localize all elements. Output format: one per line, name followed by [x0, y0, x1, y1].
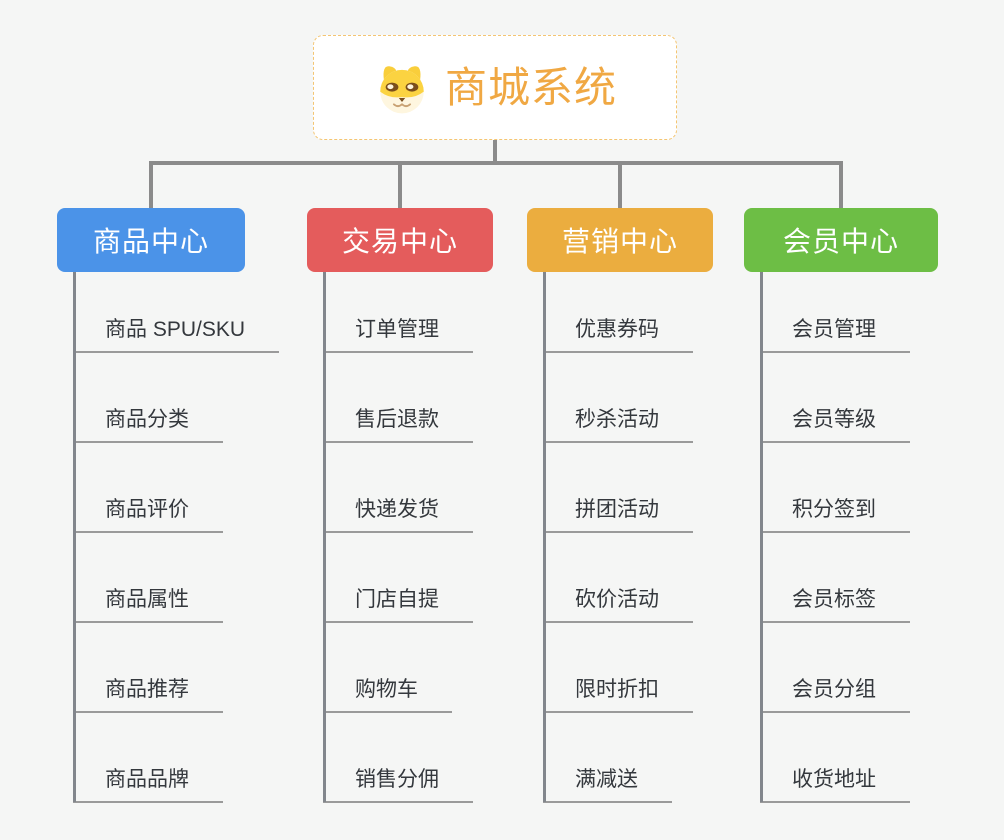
branch-node-trade-center[interactable]: 交易中心: [307, 208, 493, 272]
leaf-node[interactable]: 收货地址: [760, 767, 910, 803]
leaf-node[interactable]: 砍价活动: [543, 587, 693, 623]
leaf-node[interactable]: 商品推荐: [73, 677, 223, 713]
leaf-node[interactable]: 会员分组: [760, 677, 910, 713]
branch-trunk-line: [760, 272, 763, 802]
leaf-node[interactable]: 会员管理: [760, 317, 910, 353]
leaf-node[interactable]: 快递发货: [323, 497, 473, 533]
connector-root-stem: [493, 140, 497, 165]
connector-horizontal-bus: [149, 161, 841, 165]
branch-trunk-line: [543, 272, 546, 802]
branch-node-marketing-center[interactable]: 营销中心: [527, 208, 713, 272]
branch-marketing-center: 营销中心 优惠券码 秒杀活动 拼团活动 砍价活动 限时折扣 满减送: [527, 208, 713, 803]
branch-product-center: 商品中心 商品 SPU/SKU 商品分类 商品评价 商品属性 商品推荐 商品品牌: [57, 208, 280, 803]
connector-branch-stem-2: [398, 161, 402, 208]
branch-trade-center: 交易中心 订单管理 售后退款 快递发货 门店自提 购物车 销售分佣: [307, 208, 493, 803]
branch-trunk-line: [73, 272, 76, 802]
root-title: 商城系统: [444, 63, 617, 111]
leaf-node[interactable]: 商品品牌: [73, 767, 223, 803]
connector-branch-stem-4: [839, 161, 843, 208]
branch-member-center: 会员中心 会员管理 会员等级 积分签到 会员标签 会员分组 收货地址: [744, 208, 938, 803]
branch-node-product-center[interactable]: 商品中心: [57, 208, 245, 272]
leaf-node[interactable]: 会员标签: [760, 587, 910, 623]
leaf-node[interactable]: 商品属性: [73, 587, 223, 623]
leaf-node[interactable]: 门店自提: [323, 587, 473, 623]
leaf-node[interactable]: 会员等级: [760, 407, 910, 443]
leaf-node[interactable]: 商品 SPU/SKU: [73, 317, 280, 353]
leaf-node[interactable]: 积分签到: [760, 497, 910, 533]
leaf-node[interactable]: 秒杀活动: [543, 407, 693, 443]
leaf-node[interactable]: 优惠券码: [543, 317, 693, 353]
leaf-node[interactable]: 商品分类: [73, 407, 223, 443]
leaf-node[interactable]: 购物车: [323, 677, 452, 713]
leaf-node[interactable]: 订单管理: [323, 317, 473, 353]
leaf-node[interactable]: 限时折扣: [543, 677, 693, 713]
connector-branch-stem-3: [618, 161, 622, 208]
root-node[interactable]: 商城系统: [313, 35, 677, 140]
connector-branch-stem-1: [149, 161, 153, 208]
leaf-node[interactable]: 销售分佣: [323, 767, 473, 803]
leaf-node[interactable]: 拼团活动: [543, 497, 693, 533]
branch-trunk-line: [323, 272, 326, 802]
branch-node-member-center[interactable]: 会员中心: [744, 208, 938, 272]
leaf-node[interactable]: 售后退款: [323, 407, 473, 443]
leaf-node[interactable]: 商品评价: [73, 497, 223, 533]
dog-face-icon: [380, 65, 424, 113]
leaf-node[interactable]: 满减送: [543, 767, 672, 803]
